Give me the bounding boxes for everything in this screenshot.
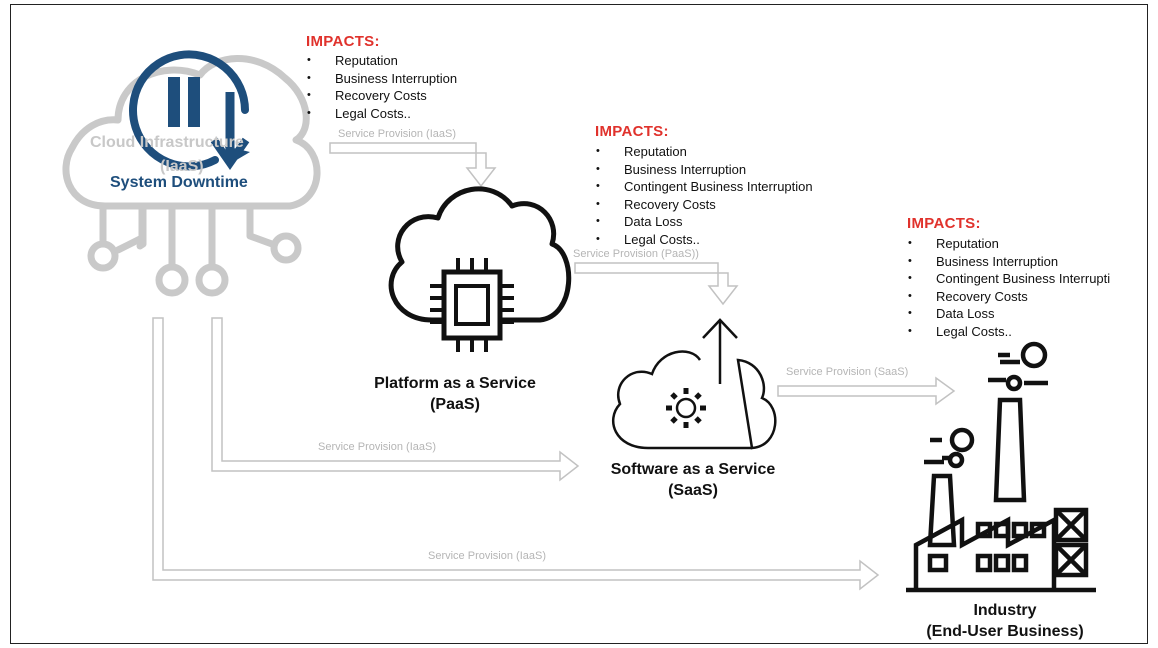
list-item: Data Loss xyxy=(595,213,813,231)
list-item: Legal Costs.. xyxy=(306,105,457,123)
flow-paas-to-saas xyxy=(574,262,739,306)
iaas-label-line2: (IaaS) xyxy=(160,158,204,175)
industry-label-line2: (End-User Business) xyxy=(926,623,1084,640)
paas-label-line1: Platform as a Service xyxy=(374,375,536,392)
cloud-chip-icon xyxy=(388,186,572,352)
iaas-impacts-list: Reputation Business Interruption Recover… xyxy=(306,52,457,122)
list-item: Reputation xyxy=(306,52,457,70)
paas-label-line2: (PaaS) xyxy=(430,396,480,413)
diagram-frame xyxy=(10,4,1148,644)
list-item: Reputation xyxy=(907,235,1131,253)
paas-label: Platform as a Service (PaaS) xyxy=(360,373,550,415)
list-item: Business Interruption xyxy=(907,253,1131,271)
paas-impacts-list: Reputation Business Interruption Conting… xyxy=(595,143,813,249)
pause-downtime-icon xyxy=(129,50,250,171)
list-item: Contingent Business Interruption xyxy=(595,178,813,196)
list-item: Business Interruption xyxy=(306,70,457,88)
flow-label-iaas-to-saas: Service Provision (IaaS) xyxy=(318,441,436,453)
list-item: Legal Costs.. xyxy=(595,231,813,249)
industry-label: Industry (End-User Business) xyxy=(900,600,1110,642)
saas-label: Software as a Service (SaaS) xyxy=(588,459,798,501)
flow-saas-to-industry xyxy=(777,376,956,406)
saas-label-line2: (SaaS) xyxy=(668,482,718,499)
flow-iaas-to-industry xyxy=(152,317,880,591)
industry-label-line1: Industry xyxy=(973,602,1037,619)
list-item: Contingent Business Interrupti xyxy=(907,270,1131,288)
iaas-impacts-title: IMPACTS: xyxy=(306,33,380,50)
flow-label-iaas-to-paas: Service Provision (IaaS) xyxy=(338,128,456,140)
system-downtime-label: System Downtime xyxy=(110,174,248,191)
list-item: Recovery Costs xyxy=(595,196,813,214)
flow-label-iaas-to-industry: Service Provision (IaaS) xyxy=(428,550,546,562)
saas-impacts-title: IMPACTS: xyxy=(907,215,981,232)
flow-iaas-to-saas xyxy=(211,317,580,482)
iaas-label-line1: Cloud Infrastructure xyxy=(90,134,244,151)
cloud-circuit-icon xyxy=(62,55,321,297)
saas-label-line1: Software as a Service xyxy=(610,461,776,478)
saas-impacts-list: Reputation Business Interruption Conting… xyxy=(907,235,1131,341)
cloud-gear-upload-icon xyxy=(611,318,777,450)
flow-label-saas-to-industry: Service Provision (SaaS) xyxy=(786,366,909,378)
list-item: Business Interruption xyxy=(595,161,813,179)
flow-label-paas-to-saas: Service Provision (PaaS)) xyxy=(573,248,699,260)
list-item: Legal Costs.. xyxy=(907,323,1131,341)
list-item: Recovery Costs xyxy=(907,288,1131,306)
flow-iaas-to-paas xyxy=(329,142,497,188)
list-item: Reputation xyxy=(595,143,813,161)
list-item: Recovery Costs xyxy=(306,87,457,105)
paas-impacts-title: IMPACTS: xyxy=(595,123,669,140)
list-item: Data Loss xyxy=(907,305,1131,323)
factory-icon xyxy=(906,341,1096,593)
